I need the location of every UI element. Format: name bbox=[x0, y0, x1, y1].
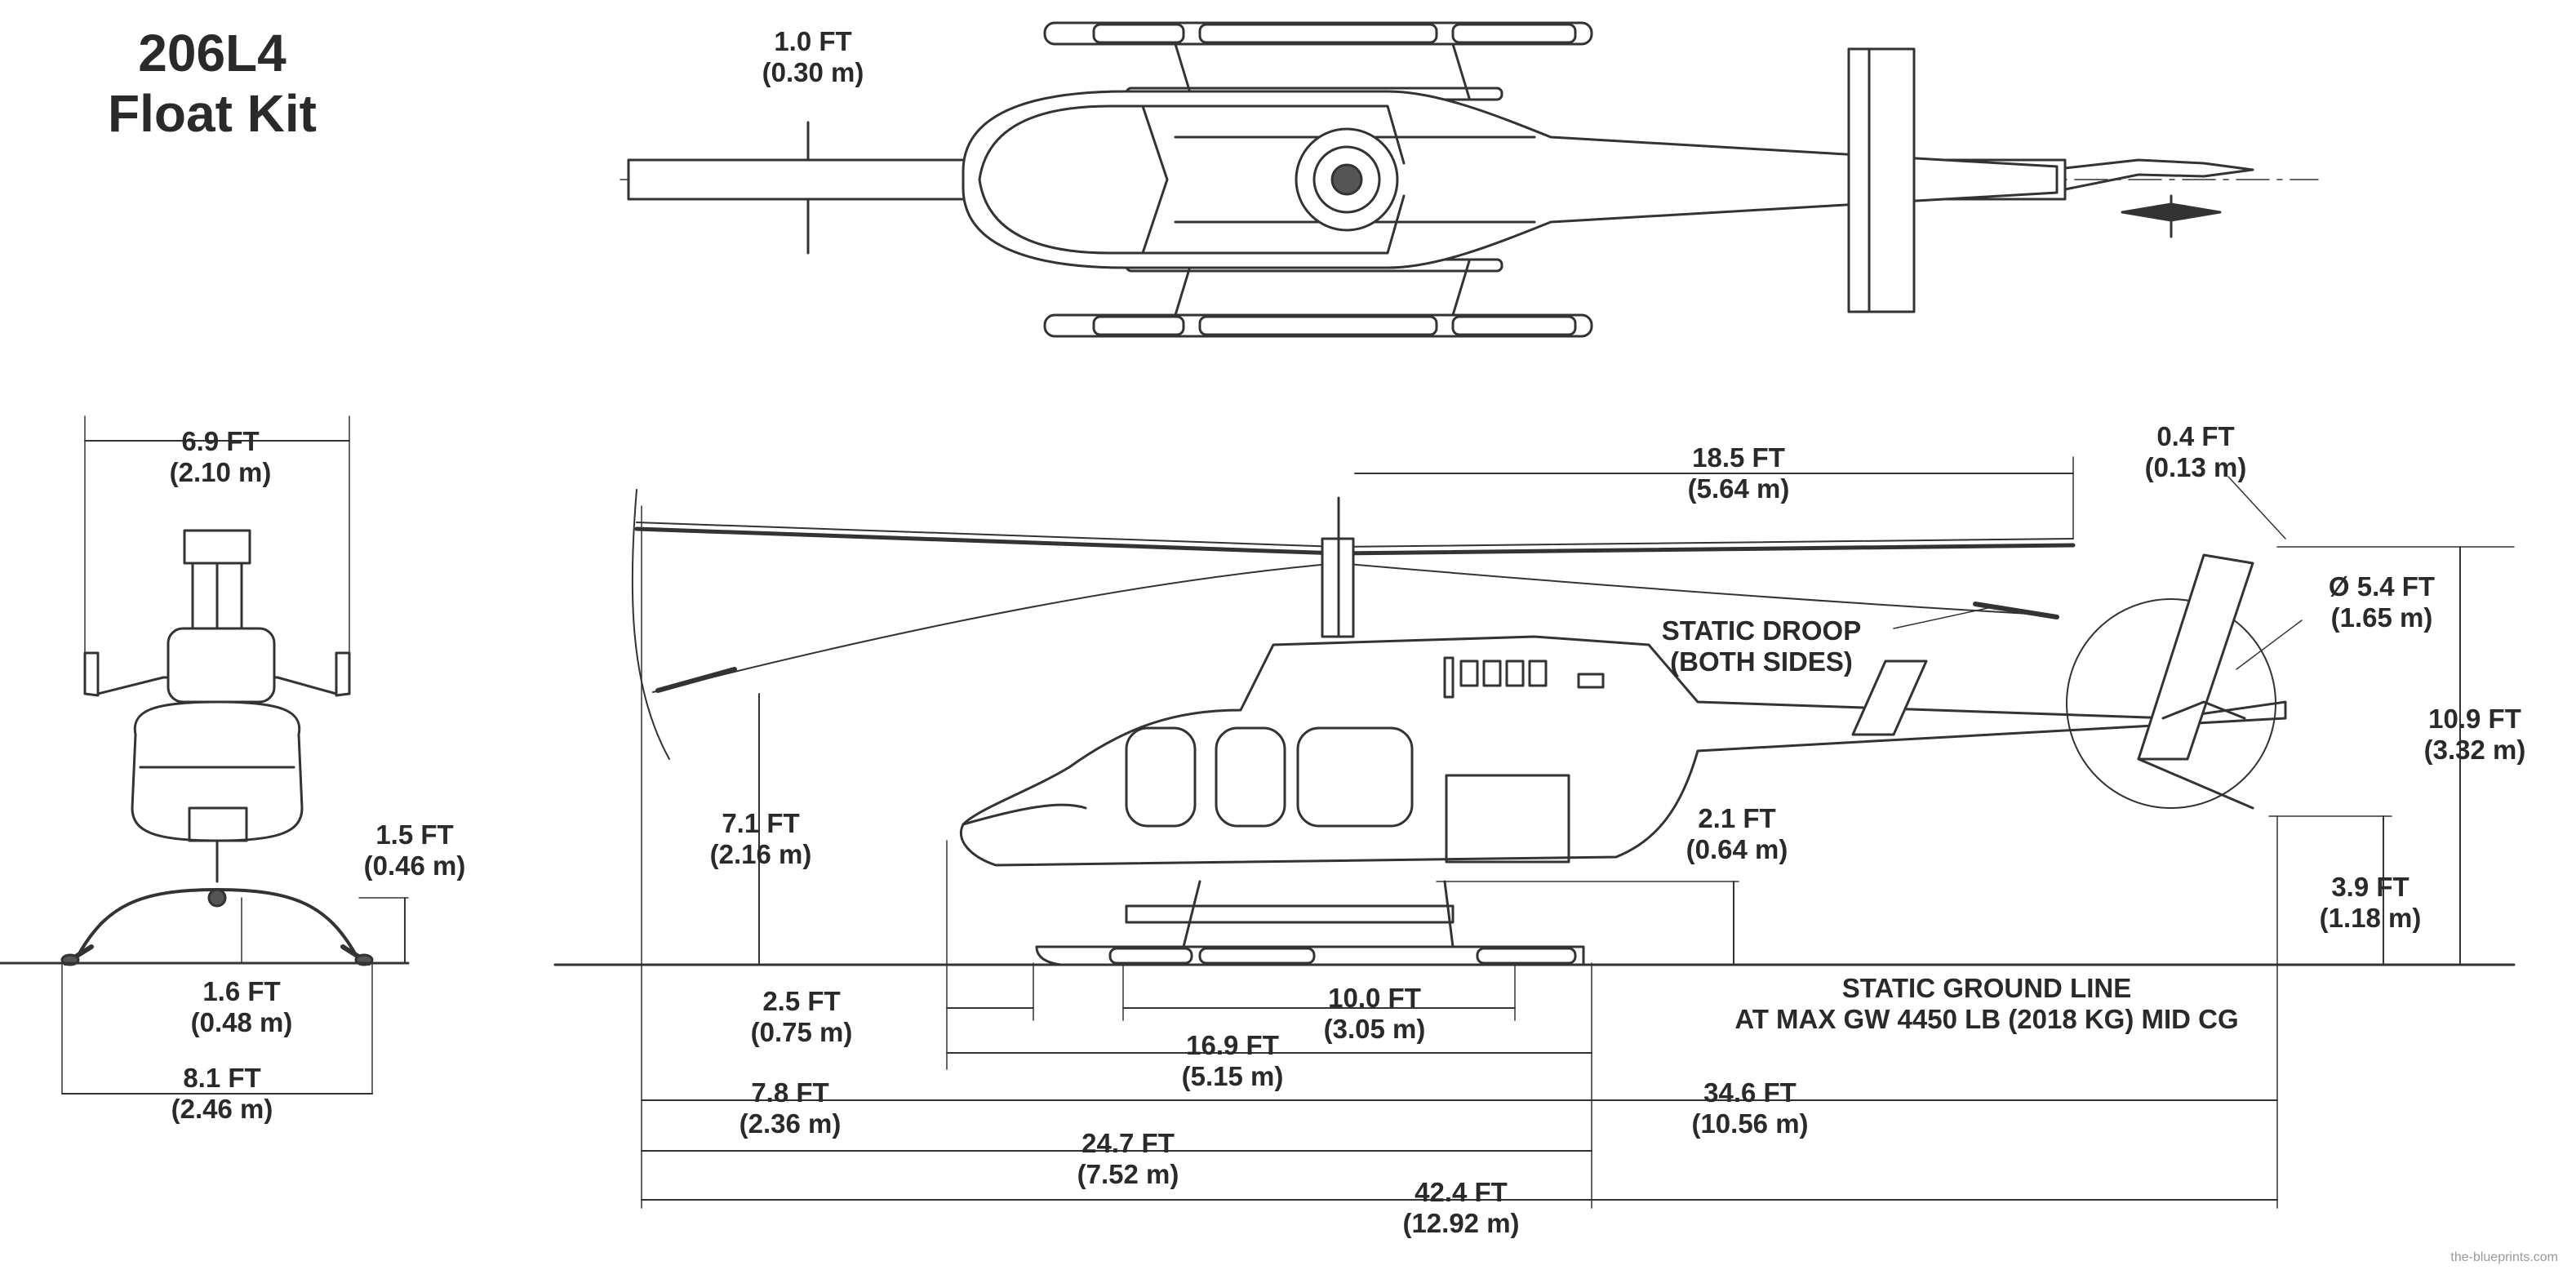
dim-ft: 8.1 FT bbox=[183, 1063, 261, 1093]
ground-line-note: STATIC GROUND LINE AT MAX GW 4450 LB (20… bbox=[1734, 973, 2238, 1035]
dim-ft: 7.1 FT bbox=[722, 808, 800, 838]
note-line: STATIC DROOP bbox=[1661, 615, 1862, 646]
dim-m: (2.46 m) bbox=[171, 1094, 273, 1124]
dim-m: (0.75 m) bbox=[750, 1017, 853, 1047]
dim-overall-height: 10.9 FT (3.32 m) bbox=[2424, 704, 2526, 766]
dim-m: (2.10 m) bbox=[169, 457, 272, 487]
dim-m: (0.48 m) bbox=[190, 1007, 293, 1037]
drawing-title: 206L4 Float Kit bbox=[33, 23, 392, 144]
dim-front-width-top: 6.9 FT (2.10 m) bbox=[170, 426, 272, 488]
dim-overall-length: 42.4 FT (12.92 m) bbox=[1402, 1177, 1519, 1239]
dim-ft: 10.9 FT bbox=[2428, 704, 2521, 734]
dim-ft: 3.9 FT bbox=[2331, 872, 2409, 902]
dim-float-gap: 1.6 FT (0.48 m) bbox=[191, 976, 293, 1038]
dim-m: (5.15 m) bbox=[1181, 1061, 1284, 1091]
dim-fuselage-length: 16.9 FT (5.15 m) bbox=[1182, 1030, 1284, 1092]
dim-belly-clearance: 2.1 FT (0.64 m) bbox=[1686, 803, 1788, 865]
dim-m: (3.05 m) bbox=[1323, 1014, 1426, 1044]
dim-m: (1.18 m) bbox=[2319, 903, 2422, 933]
dim-rotor-thickness: 1.0 FT (0.30 m) bbox=[762, 26, 864, 88]
top-view bbox=[620, 21, 2319, 338]
note-line: STATIC GROUND LINE bbox=[1841, 973, 2132, 1003]
title-model: 206L4 bbox=[138, 24, 286, 82]
dim-rotor-to-nose: 7.8 FT (2.36 m) bbox=[739, 1077, 842, 1139]
dim-float-width: 8.1 FT (2.46 m) bbox=[171, 1063, 273, 1125]
dim-tail-clearance: 3.9 FT (1.18 m) bbox=[2320, 872, 2422, 934]
dim-float-length: 10.0 FT (3.05 m) bbox=[1324, 983, 1426, 1045]
dim-m: (12.92 m) bbox=[1402, 1208, 1520, 1238]
dim-nose-to-tail: 34.6 FT (10.56 m) bbox=[1691, 1077, 1808, 1139]
dim-m: (0.30 m) bbox=[762, 57, 864, 87]
dim-ft: 7.8 FT bbox=[751, 1077, 829, 1108]
dim-tail-rotor-offset: 0.4 FT (0.13 m) bbox=[2145, 421, 2247, 483]
dim-tail-rotor-diameter: Ø 5.4 FT (1.65 m) bbox=[2329, 571, 2435, 633]
dim-ft: 16.9 FT bbox=[1186, 1030, 1279, 1060]
watermark: the-blueprints.com bbox=[2450, 1250, 2558, 1264]
dim-m: (0.13 m) bbox=[2144, 452, 2247, 482]
dim-m: (3.32 m) bbox=[2423, 735, 2526, 765]
dim-ft: 2.1 FT bbox=[1698, 803, 1776, 833]
dim-m: (0.46 m) bbox=[363, 850, 466, 881]
dim-ft: 42.4 FT bbox=[1415, 1177, 1508, 1207]
side-view bbox=[631, 456, 2515, 1209]
dim-ft: 6.9 FT bbox=[181, 426, 260, 456]
note-line: (BOTH SIDES) bbox=[1670, 646, 1853, 677]
dim-ft: 1.0 FT bbox=[774, 26, 852, 56]
dim-ft: 0.4 FT bbox=[2156, 421, 2235, 451]
dim-m: (10.56 m) bbox=[1691, 1108, 1809, 1139]
note-line: AT MAX GW 4450 LB (2018 KG) MID CG bbox=[1734, 1004, 2239, 1034]
dim-ft: 2.5 FT bbox=[762, 986, 841, 1016]
dim-ft: 1.6 FT bbox=[202, 976, 281, 1006]
dim-m: (2.16 m) bbox=[709, 839, 812, 869]
dim-m: (5.64 m) bbox=[1687, 473, 1790, 504]
dim-ft: Ø 5.4 FT bbox=[2328, 571, 2436, 602]
dim-ft: 18.5 FT bbox=[1692, 442, 1785, 473]
dim-m: (1.65 m) bbox=[2330, 602, 2433, 633]
dim-nose-offset: 2.5 FT (0.75 m) bbox=[751, 986, 853, 1048]
title-subtitle: Float Kit bbox=[108, 84, 317, 143]
dim-rotor-to-float: 24.7 FT (7.52 m) bbox=[1077, 1128, 1179, 1190]
dim-rotor-radius: 18.5 FT (5.64 m) bbox=[1688, 442, 1790, 504]
top-float-upper bbox=[1043, 21, 1593, 101]
top-float-lower bbox=[1043, 258, 1593, 338]
dim-ft: 1.5 FT bbox=[375, 819, 454, 850]
front-view bbox=[60, 415, 409, 1095]
dim-ft: 34.6 FT bbox=[1703, 1077, 1797, 1108]
dim-m: (7.52 m) bbox=[1077, 1159, 1179, 1189]
static-droop-note: STATIC DROOP (BOTH SIDES) bbox=[1662, 615, 1861, 677]
dim-m: (0.64 m) bbox=[1686, 834, 1788, 864]
dim-blade-height: 7.1 FT (2.16 m) bbox=[710, 808, 812, 870]
dim-ft: 24.7 FT bbox=[1081, 1128, 1175, 1158]
dim-m: (2.36 m) bbox=[739, 1108, 842, 1139]
dim-float-height: 1.5 FT (0.46 m) bbox=[364, 819, 466, 881]
dim-ft: 10.0 FT bbox=[1328, 983, 1421, 1013]
